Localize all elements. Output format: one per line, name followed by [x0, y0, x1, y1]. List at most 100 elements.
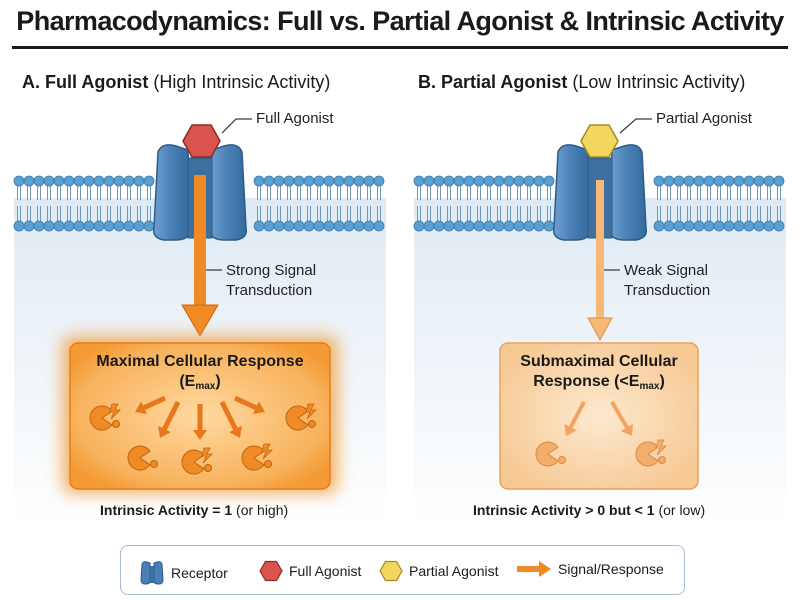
phospholipid-head: [443, 175, 455, 187]
phospholipid-head: [43, 220, 55, 232]
phospholipid-head: [33, 220, 45, 232]
panel-a-heading-bold: A. Full Agonist: [22, 72, 149, 92]
phospholipid-head: [143, 175, 155, 187]
phospholipid-head: [363, 175, 375, 187]
lightning-icon: [261, 443, 273, 460]
phospholipid-head: [313, 175, 325, 187]
phospholipid-head: [773, 220, 785, 232]
phospholipid-head: [23, 220, 35, 232]
phospholipid-head: [113, 220, 125, 232]
maximal-response-line-1: Maximal Cellular Response: [96, 353, 304, 370]
phospholipid-head: [493, 220, 505, 232]
phospholipid-head: [443, 220, 455, 232]
maximal-response-title: Maximal Cellular Response (Emax): [70, 352, 330, 397]
phospholipid-head: [293, 175, 305, 187]
effector-protein-icon: [127, 445, 151, 471]
panel-b-intrinsic-activity: Intrinsic Activity > 0 but < 1 (or low): [473, 502, 706, 518]
phospholipid-head: [753, 175, 765, 187]
phospholipid-head: [293, 220, 305, 232]
phospholipid-head: [83, 220, 95, 232]
phospholipid-head: [433, 220, 445, 232]
legend-full-agonist: Full Agonist: [259, 560, 361, 582]
phospholipid-head: [523, 175, 535, 187]
submaximal-response-line-2: Response (<Emax): [533, 373, 665, 392]
phospholipid-head: [53, 175, 65, 187]
phospholipid-head: [503, 220, 515, 232]
effector-protein-icon: [285, 405, 309, 431]
phospholipid-head: [503, 175, 515, 187]
panel-b-membrane: [413, 175, 785, 232]
weak-signal-label-1: Weak Signal: [624, 262, 708, 279]
phospholipid-head: [263, 220, 275, 232]
phospholipid-head: [473, 220, 485, 232]
phospholipid-head: [143, 220, 155, 232]
response-arrow-icon: [620, 423, 633, 436]
phospholipid-head: [703, 220, 715, 232]
legend-partial-agonist: Partial Agonist: [379, 560, 499, 582]
substrate-icon: [558, 456, 566, 464]
phospholipid-head: [483, 175, 495, 187]
phospholipid-head: [463, 220, 475, 232]
maximal-response-line-2: (Emax): [179, 373, 221, 392]
phospholipid-head: [353, 175, 365, 187]
phospholipid-head: [683, 220, 695, 232]
full-agonist-hexagon: [182, 124, 221, 158]
phospholipid-head: [743, 175, 755, 187]
panel-a-effectors: [89, 395, 317, 475]
lightning-icon: [109, 403, 121, 420]
phospholipid-head: [543, 220, 555, 232]
phospholipid-head: [413, 175, 425, 187]
effector-protein-icon: [181, 449, 205, 475]
legend-signal-label: Signal/Response: [558, 561, 664, 577]
phospholipid-head: [123, 175, 135, 187]
effector-protein-icon: [535, 441, 559, 467]
red-hexagon-icon: [259, 560, 283, 582]
weak-signal-arrow: [587, 180, 613, 342]
panel-b-heading-rest: (Low Intrinsic Activity): [572, 72, 746, 92]
strong-signal-label-1: Strong Signal: [226, 262, 317, 279]
phospholipid-head: [523, 220, 535, 232]
substrate-icon: [308, 420, 316, 428]
phospholipid-head: [333, 220, 345, 232]
phospholipid-head: [303, 220, 315, 232]
phospholipid-head: [533, 175, 545, 187]
phospholipid-head: [653, 220, 665, 232]
submaximal-response-title: Submaximal Cellular Response (<Emax): [500, 352, 698, 397]
panel-a-membrane: [13, 175, 385, 232]
phospholipid-head: [353, 220, 365, 232]
phospholipid-head: [433, 175, 445, 187]
receptor-icon: [140, 561, 164, 585]
phospholipid-head: [453, 175, 465, 187]
page-title: Pharmacodynamics: Full vs. Partial Agoni…: [16, 6, 784, 36]
phospholipid-head: [763, 220, 775, 232]
phospholipid-head: [683, 175, 695, 187]
phospholipid-head: [473, 175, 485, 187]
phospholipid-head: [423, 220, 435, 232]
legend-full-agonist-label: Full Agonist: [289, 563, 362, 579]
lightning-icon: [305, 403, 317, 420]
phospholipid-head: [273, 175, 285, 187]
weak-signal-label-2: Transduction: [624, 282, 711, 299]
phospholipid-head: [303, 175, 315, 187]
phospholipid-head: [43, 175, 55, 187]
substrate-icon: [112, 420, 120, 428]
phospholipid-head: [513, 175, 525, 187]
response-arrow-icon: [229, 425, 242, 438]
strong-signal-label-2: Transduction: [226, 282, 313, 299]
phospholipid-head: [333, 175, 345, 187]
substrate-icon: [204, 464, 212, 472]
phospholipid-head: [23, 175, 35, 187]
phospholipid-head: [93, 175, 105, 187]
phospholipid-head: [323, 175, 335, 187]
panel-a-heading: A. Full Agonist (High Intrinsic Activity…: [22, 72, 330, 93]
phospholipid-head: [753, 220, 765, 232]
phospholipid-head: [723, 175, 735, 187]
phospholipid-head: [543, 175, 555, 187]
phospholipid-head: [363, 220, 375, 232]
phospholipid-head: [453, 220, 465, 232]
phospholipid-head: [73, 175, 85, 187]
phospholipid-head: [533, 220, 545, 232]
phospholipid-head: [103, 220, 115, 232]
panel-b-heading: B. Partial Agonist (Low Intrinsic Activi…: [418, 72, 745, 93]
